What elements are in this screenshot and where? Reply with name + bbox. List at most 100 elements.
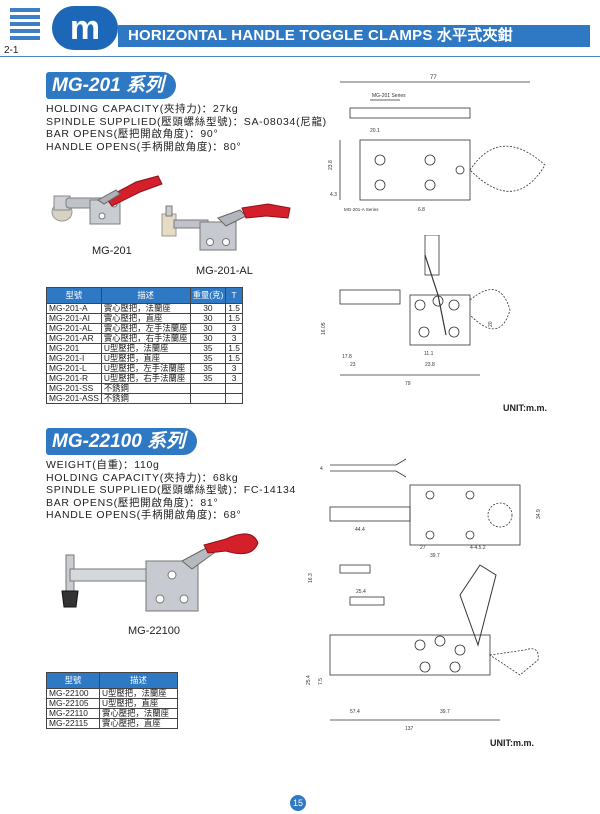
table-cell: MG-201-AL (46, 323, 102, 334)
series-label-a: MG-201 Series (372, 93, 406, 99)
table-cell: U型壓把，法蘭座 (99, 688, 178, 699)
unit-label-1: UNIT:m.m. (503, 403, 548, 413)
table-cell: MG-22105 (46, 698, 100, 709)
table-cell: MG-201-AR (46, 333, 102, 344)
dimension-label: 39.7 (430, 553, 440, 559)
table-cell (225, 383, 243, 394)
spec-line: SPINDLE SUPPLIED(壓頭螺絲型號)：SA-08034(尼龍) (46, 115, 327, 128)
product-photo-mg201al (161, 203, 291, 251)
table-cell: MG-201-ASS (46, 393, 102, 404)
series-label-b: MG-201-A Series (344, 207, 379, 212)
table-cell: 3 (225, 373, 243, 384)
table-cell: 實心壓把，法蘭座 (99, 708, 178, 719)
spec-line: BAR OPENS(壓把開啟角度)：81° (46, 496, 219, 509)
dimension-label: 11.1 (424, 351, 434, 357)
table-cell: MG-201-AI (46, 313, 102, 324)
technical-drawing-mg22100: 4 44.4 27 4-4.5.2 39.7 34.9 16.3 25.4 13… (306, 458, 542, 732)
title-bar (118, 25, 590, 47)
technical-drawing-mg201-side: 79 23 23.8 11.1 17.8 16.05 20 (321, 235, 511, 387)
table-cell: MG-201-L (46, 363, 102, 374)
table-cell: 實心壓把，法蘭座 (100, 303, 191, 314)
table-cell (189, 383, 227, 394)
table-cell: 35 (189, 353, 227, 364)
table-cell: MG-201-I (46, 353, 102, 364)
table-cell (225, 393, 243, 404)
dimension-label: 4 (320, 466, 323, 472)
table-cell: MG-22115 (46, 718, 100, 729)
dimension-label: 137 (405, 726, 414, 732)
technical-drawing-mg201-top: 77 MG-201 Series 23.8 20.1 4.3 MG-201-A … (328, 75, 546, 213)
dimension-label: 16.05 (321, 322, 327, 335)
table-cell: MG-201-R (46, 373, 102, 384)
table-cell: MG-201-A (46, 303, 102, 314)
table-cell: 不銹鋼 (100, 393, 191, 404)
table-cell: 3 (225, 333, 243, 344)
dimension-label: 7.5 (318, 678, 324, 685)
table-cell: 實心壓把，右手法蘭座 (100, 333, 191, 344)
col-header-description: 描述 (100, 287, 191, 304)
spec-line: WEIGHT(自重)：110g (46, 459, 160, 471)
table-cell: 1.5 (225, 303, 243, 314)
page-number: 15 (290, 795, 306, 811)
dimension-label: 6.8 (418, 207, 425, 213)
page-title: HORIZONTAL HANDLE TOGGLE CLAMPS 水平式夾鉗 (128, 27, 513, 44)
brand-logo: m (52, 6, 118, 50)
spec-line: SPINDLE SUPPLIED(壓頭螺絲型號)：FC-14134 (46, 484, 297, 496)
dimension-label: 4-4.5.2 (470, 545, 486, 551)
table-cell: 3 (225, 363, 243, 374)
logo-letter: m (69, 8, 101, 47)
table-cell: MG-201-SS (46, 383, 102, 394)
col-header-model: 型號 (46, 672, 100, 689)
page-code: 2-1 (4, 45, 19, 56)
table-cell: MG-22100 (46, 688, 100, 699)
table-cell: 35 (189, 363, 227, 374)
header-divider (0, 56, 600, 57)
table-cell: MG-22110 (46, 708, 100, 719)
table-cell: 1.5 (225, 353, 243, 364)
series-heading-mg201: MG-201 系列 (46, 72, 176, 99)
dimension-label: 23.8 (328, 160, 334, 170)
header-stripes (10, 8, 40, 46)
table-cell: MG-201 (46, 343, 102, 354)
table-cell: 30 (189, 313, 227, 324)
product-photo-mg201 (51, 175, 163, 225)
photo-caption-mg201al: MG-201-AL (196, 265, 253, 277)
table-cell: U型壓把，直座 (100, 353, 191, 364)
table-cell: 30 (189, 323, 227, 334)
table-cell: 實心壓把，左手法蘭座 (100, 323, 191, 334)
series-heading-mg22100: MG-22100 系列 (46, 428, 198, 455)
col-header-weight: 重量(克) (189, 287, 227, 304)
col-header-description: 描述 (99, 672, 178, 689)
dimension-label: 17.8 (342, 354, 352, 360)
table-cell: 實心壓把，直座 (99, 718, 178, 729)
table-cell: 3 (225, 323, 243, 334)
table-cell: 不銹鋼 (100, 383, 191, 394)
photo-caption-mg201: MG-201 (92, 245, 132, 257)
table-cell: 35 (189, 343, 227, 354)
col-header-t: T (225, 287, 243, 304)
dimension-label: 77 (430, 75, 437, 81)
table-header-row: 型號 描述 重量(克) T (46, 287, 243, 304)
spec-line: HANDLE OPENS(手柄開啟角度)：68° (46, 509, 242, 521)
dimension-label: 44.4 (355, 527, 365, 533)
dimension-label: 23.8 (425, 362, 435, 368)
table-cell: U型壓把，直座 (99, 698, 178, 709)
table-cell: 實心壓把，直座 (100, 313, 191, 324)
specs-mg201: HOLDING CAPACITY(夾持力)：27kg SPINDLE SUPPL… (46, 103, 327, 153)
table-cell: U型壓把，法蘭座 (100, 343, 191, 354)
